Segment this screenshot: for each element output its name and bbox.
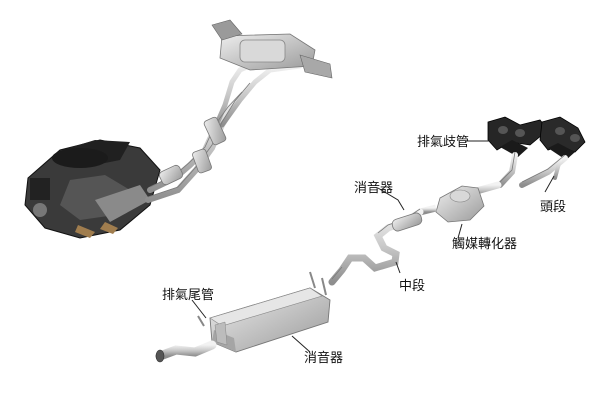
catalytic-converter-icon — [419, 185, 485, 223]
label-head-section: 頭段 — [540, 200, 566, 215]
tailpipe-icon — [155, 315, 217, 363]
exhaust-manifold-icon — [487, 116, 586, 160]
label-muffler-lower: 消音器 — [304, 350, 343, 366]
catalytic-converter-icon — [211, 19, 333, 79]
exhaust-system — [155, 116, 586, 363]
muffler-icon — [209, 287, 331, 353]
label-muffler-upper: 消音器 — [354, 180, 393, 196]
label-catalytic-converter: 觸媒轉化器 — [452, 237, 517, 252]
engine-icon — [24, 139, 161, 239]
engine-assembly — [24, 19, 333, 239]
label-tailpipe: 排氣尾管 — [162, 288, 214, 303]
label-middle-section: 中段 — [399, 279, 425, 294]
leader-lines — [191, 140, 555, 353]
label-exhaust-manifold: 排氣歧管 — [417, 135, 469, 150]
